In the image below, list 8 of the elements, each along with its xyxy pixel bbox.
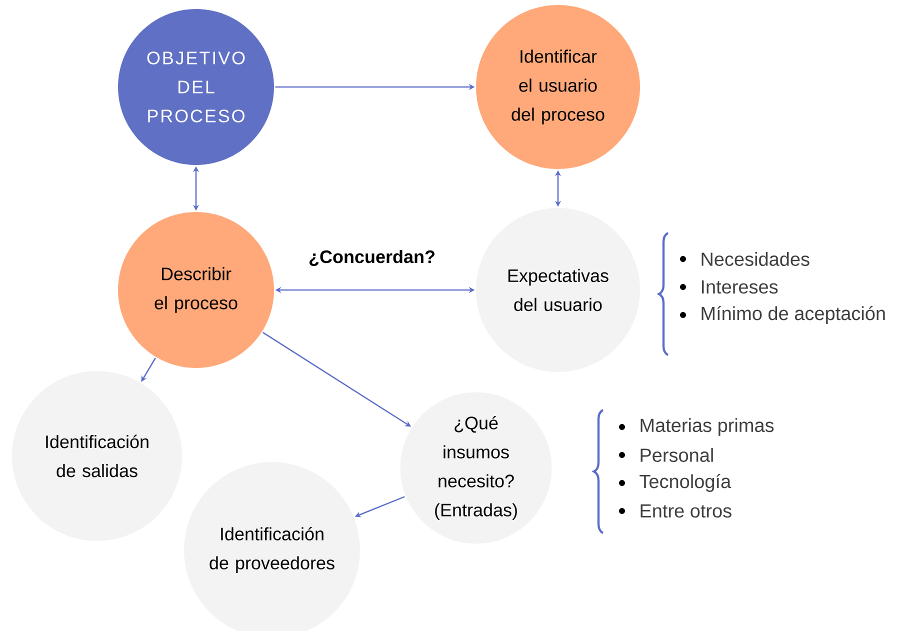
bullet-item: Mínimo de aceptación — [680, 306, 885, 324]
bullet-item: Materias primas — [619, 418, 774, 436]
edge-label: ¿Concuerdan? — [310, 250, 434, 266]
bullet-item: Entre otros — [619, 504, 732, 518]
bullet-item: Tecnología — [619, 474, 732, 492]
bullet-item: Personal — [619, 448, 713, 462]
bullet-item: Necesidades — [680, 252, 810, 266]
bullet-item: Intereses — [680, 280, 778, 294]
